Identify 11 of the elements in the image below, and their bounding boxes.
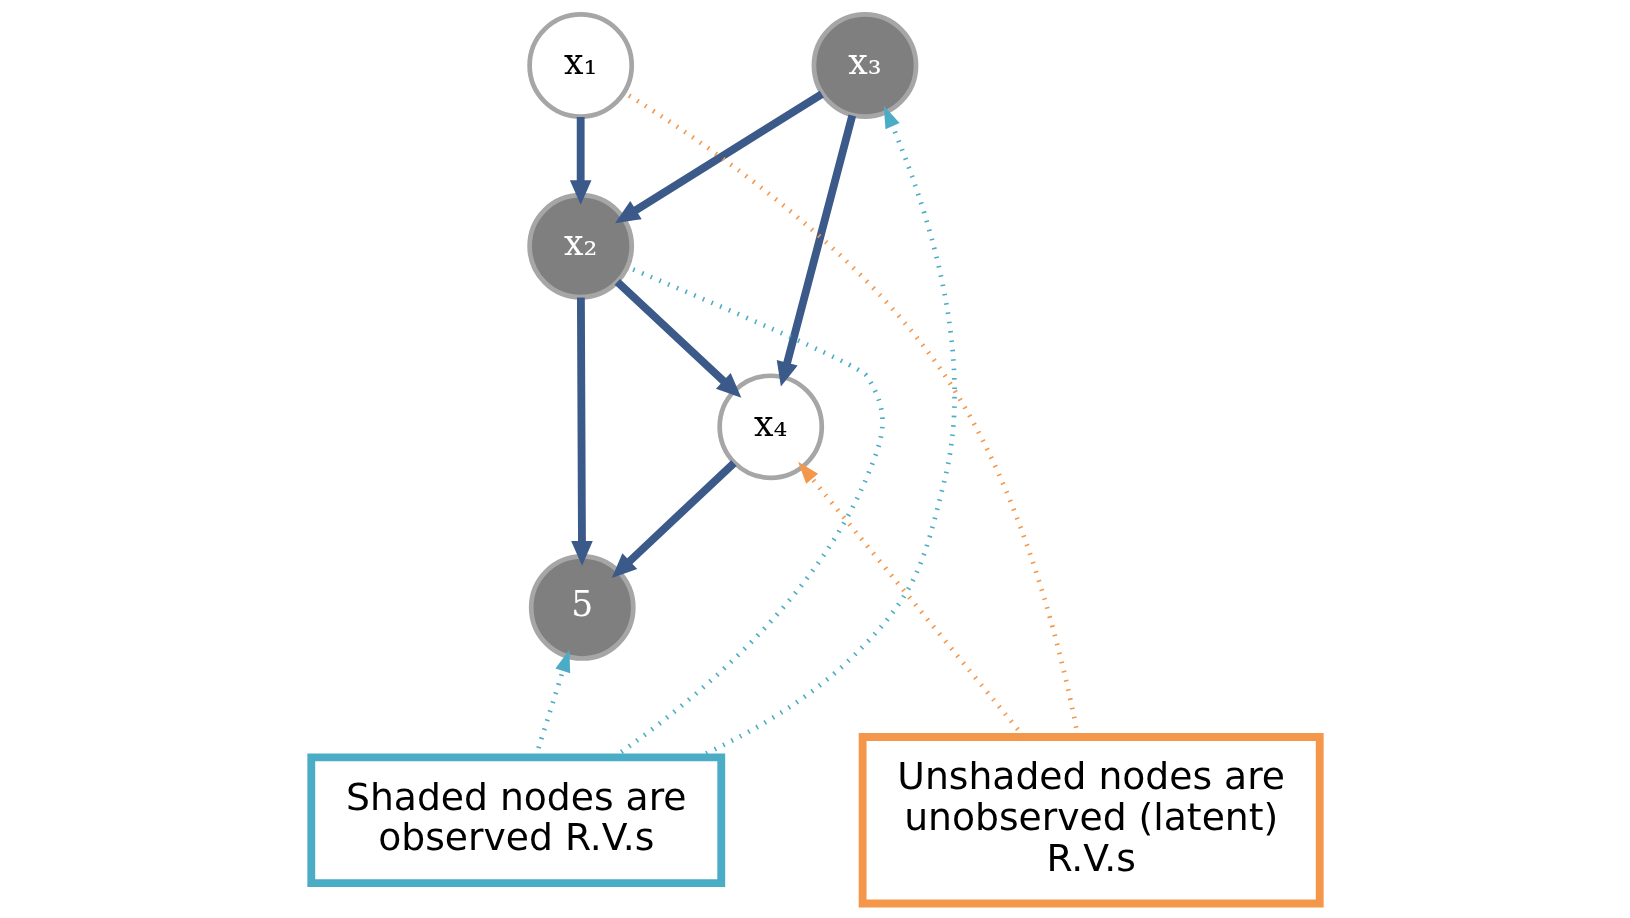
node-circle: x₃ [811,12,918,119]
node-circle: x₂ [526,192,634,300]
node-box: Shaded nodes are observed R.V.s [306,753,725,888]
arrow [614,279,741,398]
node-box: Unshaded nodes are unobserved (latent) R.V.s [858,733,1324,908]
arrow [569,117,591,205]
arrow [611,460,737,579]
node-circle: x₁ [526,12,634,119]
arrow [570,297,593,566]
arrow [776,114,856,387]
arrow [614,90,824,224]
